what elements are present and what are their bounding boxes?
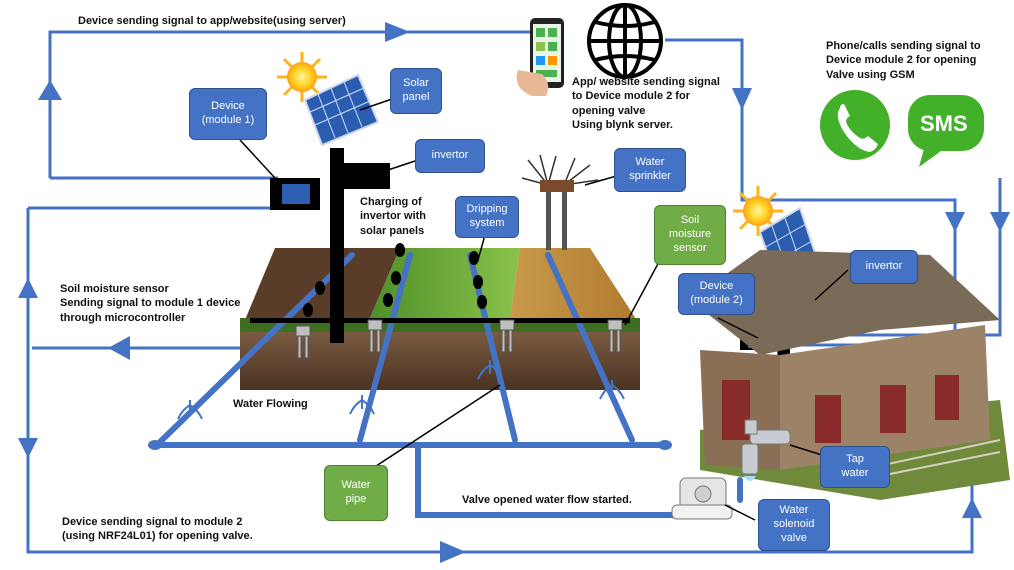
arrow-down-server <box>732 88 752 110</box>
device2-label: Device (module 2) <box>678 273 755 315</box>
arrow-up-right-bottom <box>962 498 982 518</box>
water-sprinkler-label: Water sprinkler <box>614 148 686 192</box>
sms-icon-text: SMS <box>920 111 968 136</box>
pipe-to-valve <box>415 442 683 518</box>
device1-screen <box>282 184 310 204</box>
arrow-left-sensor <box>108 336 130 360</box>
soil-sensors <box>295 319 623 359</box>
arrow-down-gsm-right <box>990 212 1010 232</box>
gsm-signal-text: Phone/calls sending signal to Device mod… <box>826 40 981 81</box>
water-sprinkler-icon <box>521 154 599 250</box>
arrow-down-left-bottom <box>18 438 38 458</box>
arrow-right-bottom <box>440 541 466 563</box>
pole-main <box>330 148 344 343</box>
invertor1-label: invertor <box>415 139 485 173</box>
sms-icon <box>908 95 984 167</box>
charging-text: Charging of invertor with solar panels <box>360 196 427 237</box>
water-pipe-label: Water pipe <box>324 465 388 521</box>
phone-app-icon <box>516 18 564 96</box>
house-window-3 <box>935 375 959 420</box>
globe-icon <box>587 3 663 79</box>
soil-sensor-label: Soil moisture sensor <box>654 205 726 265</box>
pipe-ends <box>148 440 672 450</box>
invertor-1-body <box>342 163 390 189</box>
top-signal-line <box>48 30 535 178</box>
arrow-up-left-lower <box>18 278 38 298</box>
pipe-horizontal-black <box>250 318 630 323</box>
soil-block <box>240 332 640 390</box>
sensor-signal-text: Soil moisture sensor Sending signal to m… <box>60 283 241 324</box>
tap-icon <box>741 419 791 481</box>
invertor2-label: invertor <box>850 250 918 284</box>
signal-arrows <box>18 22 1010 563</box>
top-signal-text: Device sending signal to app/website(usi… <box>78 15 346 27</box>
dripping-system-label: Dripping system <box>455 196 519 238</box>
solar-panel-label: Solar panel <box>390 68 442 114</box>
pipe-branch-2 <box>357 252 413 443</box>
phone-call-icon <box>820 90 890 160</box>
blynk-signal-text: App/ website sending signal to Device mo… <box>572 76 720 131</box>
solenoid-valve-icon <box>671 477 733 520</box>
drip-emitters <box>303 243 487 317</box>
house-roof <box>690 250 1000 355</box>
sun-icon-2 <box>733 186 783 236</box>
field-wheat <box>510 248 640 325</box>
tap-water-label: Tap water <box>820 446 890 488</box>
nrf-signal-text: Device sending signal to module 2 (using… <box>62 516 253 543</box>
water-flowing-text: Water Flowing <box>233 398 308 410</box>
arrow-down-gsm-left <box>945 212 965 232</box>
sun-icon-1 <box>277 52 327 102</box>
arrow-up-left <box>38 80 62 100</box>
house-window-1 <box>815 395 841 443</box>
solar-panel-icon-1 <box>303 73 380 147</box>
house-window-2 <box>880 385 906 433</box>
pipe-branch-4 <box>545 252 635 443</box>
device1-label: Device (module 1) <box>189 88 267 140</box>
arrow-right-top <box>385 22 410 42</box>
valve-opened-text: Valve opened water flow started. <box>462 494 632 506</box>
water-sprays <box>177 360 625 420</box>
solenoid-valve-label: Water solenoid valve <box>758 499 830 551</box>
